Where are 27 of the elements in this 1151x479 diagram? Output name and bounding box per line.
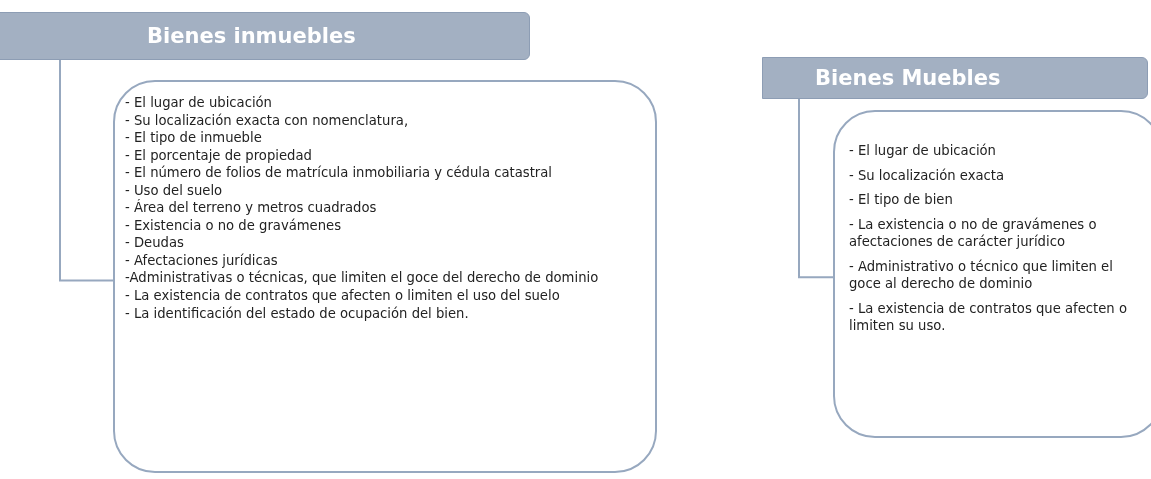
list-item: - El tipo de bien <box>849 191 954 209</box>
connector-line <box>798 98 834 279</box>
list-item: - La identificación del estado de ocupación del bien. <box>125 304 470 323</box>
list-item: - Administrativo o técnico que limiten el goce al derecho de dominio <box>849 257 1114 293</box>
list-item: - El lugar de ubicación <box>125 94 273 112</box>
list-item: - Afectaciones jurídicas <box>125 251 279 270</box>
list-item: - Deudas <box>125 234 185 252</box>
list-item: - Área del terreno y metros cuadrados <box>125 199 378 217</box>
header-title: Bienes Muebles <box>815 66 1001 90</box>
list-item: -Administrativas o técnicas, que limiten el goce del derecho de dominio <box>125 269 600 287</box>
list-item: - Su localización exacta <box>849 166 1006 185</box>
category-header <box>0 12 530 60</box>
list-item: - La existencia de contratos que afecten o limiten el uso del suelo <box>125 287 561 305</box>
list-item: - Existencia o no de gravámenes <box>125 216 343 235</box>
list-item: - El porcentaje de propiedad <box>125 146 313 165</box>
header-title: Bienes inmuebles <box>147 24 356 48</box>
list-item: - Uso del suelo <box>125 181 224 199</box>
list-item: - La existencia o no de gravámenes o afectaciones de carácter jurídico <box>849 215 1098 251</box>
list-item: - El número de folios de matrícula inmobiliaria y cédula catastral <box>125 164 554 182</box>
list-item: - El tipo de inmueble <box>125 129 263 147</box>
list-item: - Su localización exacta con nomenclatura, <box>125 111 410 130</box>
list-item: - La existencia de contratos que afecten o limiten su uso. <box>849 299 1128 335</box>
list-item: - El lugar de ubicación <box>849 142 997 160</box>
criteria-list-box <box>113 80 657 473</box>
category-header <box>762 57 1148 99</box>
criteria-list-box <box>833 110 1151 438</box>
connector-line <box>59 59 114 282</box>
